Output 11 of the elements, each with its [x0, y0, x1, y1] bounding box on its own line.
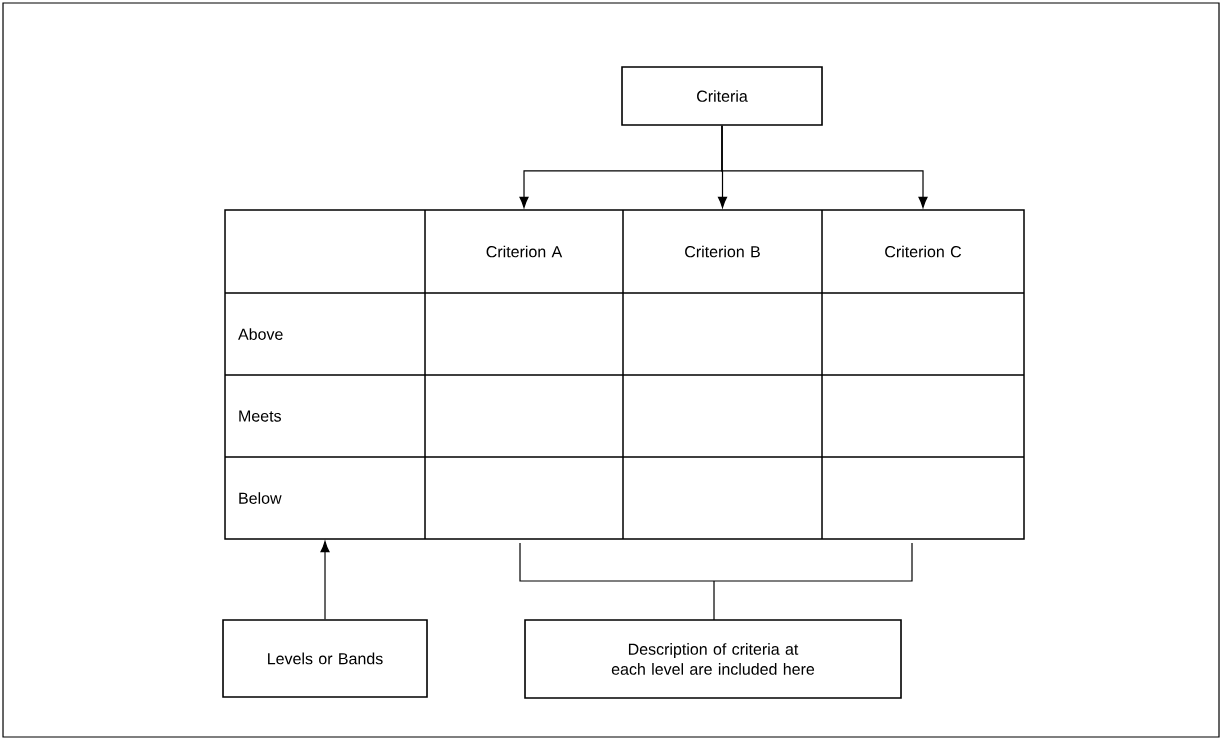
header-cell: Criterion B: [685, 245, 760, 258]
header-cell: Criterion C: [885, 245, 962, 258]
header-cell: Criterion A: [486, 245, 563, 258]
row-header-cell: Below: [239, 492, 282, 504]
arrow: [721, 125, 928, 208]
label-box: Levels or Bands: [222, 619, 428, 698]
row-header-cell: Above: [238, 328, 283, 340]
row-header-cell: Meets: [239, 410, 281, 422]
arrow: [320, 541, 330, 620]
label-box: Criteria: [621, 66, 823, 126]
label-box: Description of criteria at each level are included here: [524, 619, 902, 699]
